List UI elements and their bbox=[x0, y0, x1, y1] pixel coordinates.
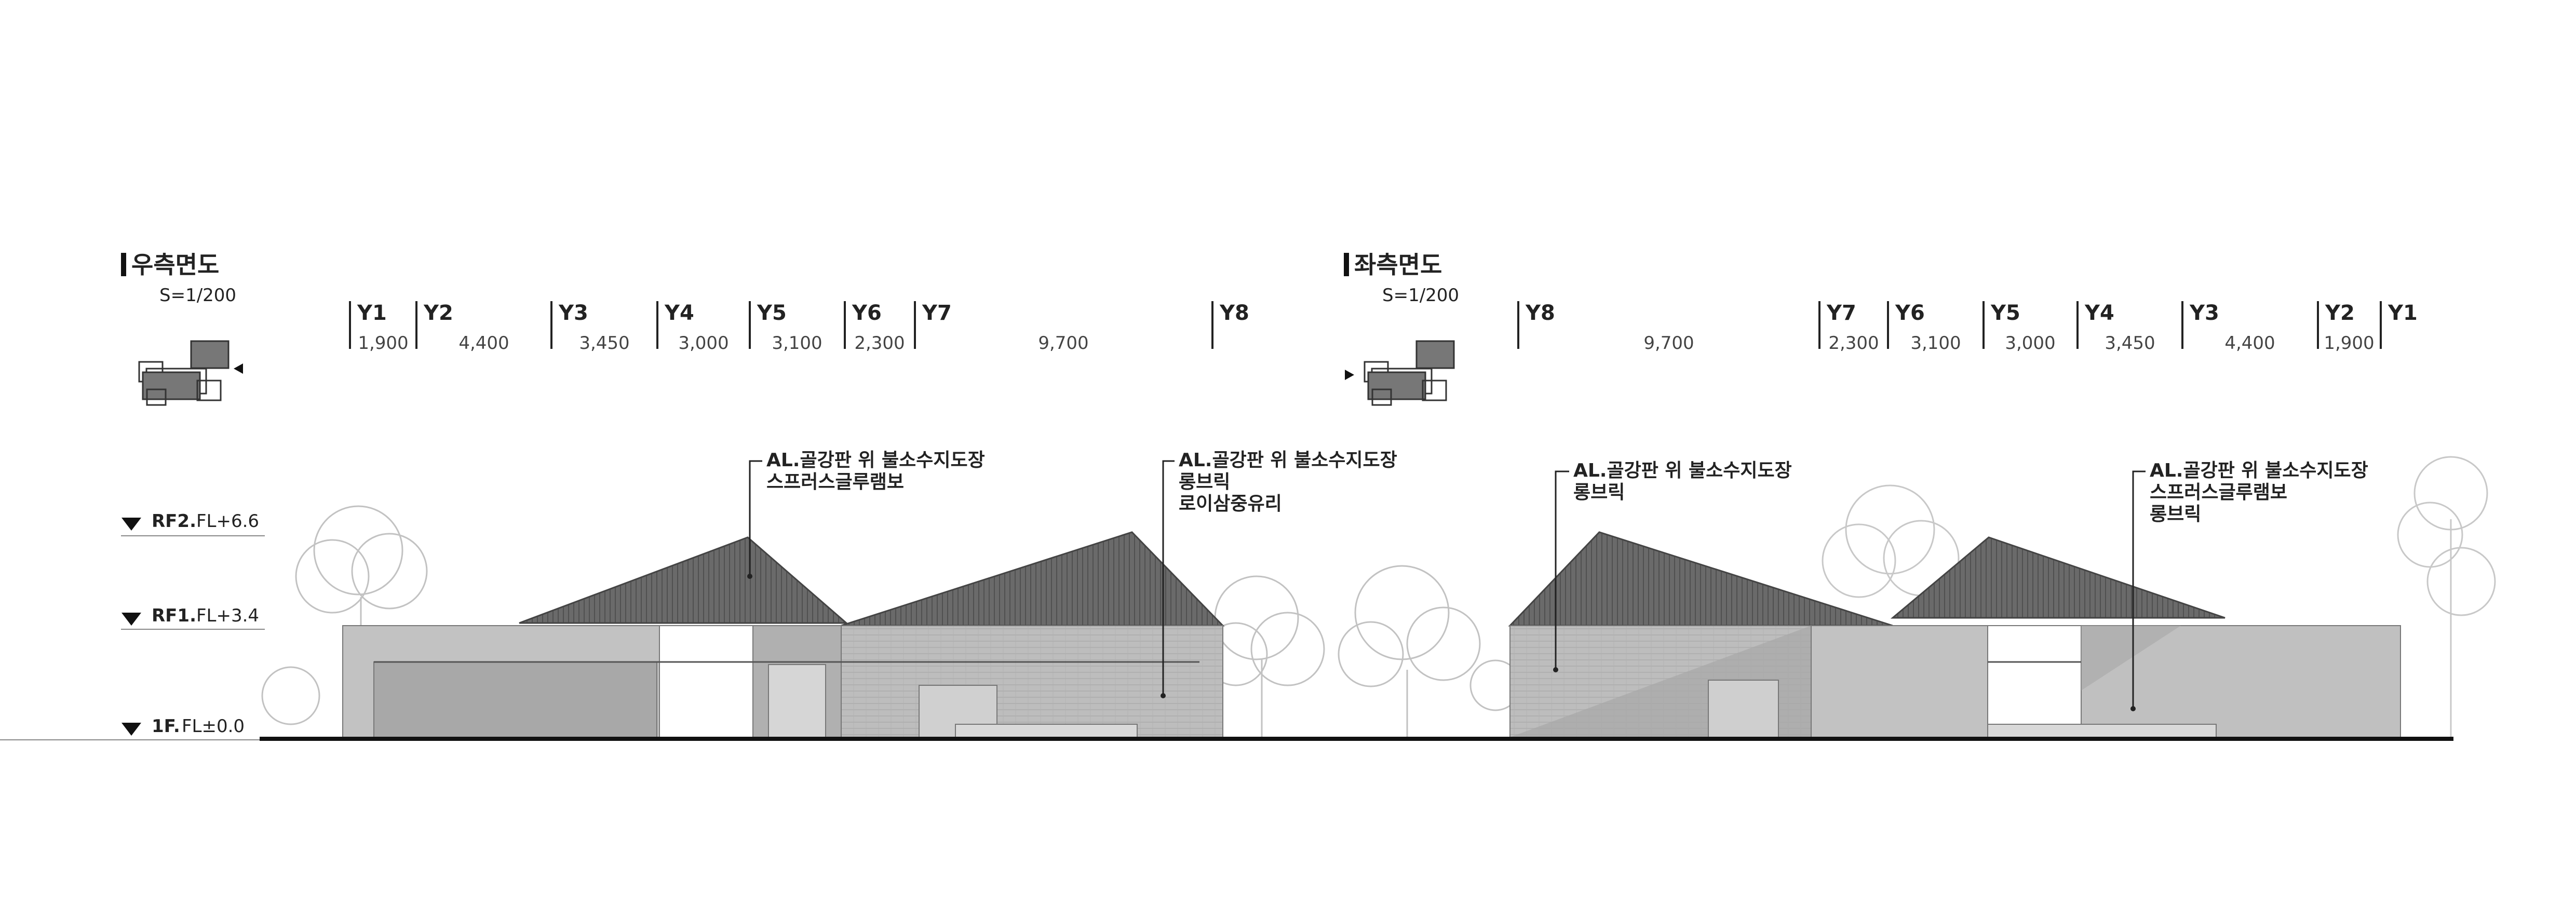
tree-outline bbox=[1822, 456, 2496, 737]
key-plan bbox=[1345, 340, 1455, 406]
dimension-text: 3,100 bbox=[772, 333, 822, 354]
view-direction-icon bbox=[234, 363, 243, 374]
grid-label: Y5 bbox=[757, 301, 787, 325]
annotation-line: 롱브릭 bbox=[1573, 482, 1625, 503]
grid-markers: Y1 Y2 Y3 Y4 Y5 Y6 Y7 Y8 1,900 4,400 3,45… bbox=[349, 301, 1249, 354]
material-annotation: AL.골강판 위 불소수지도장 스프러스글루램보 롱브릭 bbox=[2130, 460, 2368, 711]
view-title: 우측면도 bbox=[131, 251, 219, 279]
dimension-text: 2,300 bbox=[854, 333, 905, 354]
level-name: RF2. bbox=[152, 511, 196, 532]
dimension-text: 9,700 bbox=[1643, 333, 1694, 354]
annotation-line: 스프러스글루램보 bbox=[2150, 482, 2287, 503]
title-marker bbox=[1344, 253, 1349, 276]
dimension-text: 3,450 bbox=[2105, 333, 2155, 354]
dimension-text: 3,100 bbox=[1910, 333, 1961, 354]
grid-label: Y6 bbox=[1895, 301, 1925, 325]
annotation-line: 롱브릭 bbox=[1179, 471, 1230, 493]
annotation-line: AL.골강판 위 불소수지도장 bbox=[766, 450, 985, 471]
annotation-line: AL.골강판 위 불소수지도장 bbox=[1179, 450, 1397, 471]
dimension-text: 1,900 bbox=[2324, 333, 2374, 354]
dimension-text: 3,450 bbox=[579, 333, 629, 354]
building-left-elevation bbox=[1508, 531, 2401, 738]
dimension-text: 1,900 bbox=[358, 333, 408, 354]
title-marker bbox=[121, 253, 126, 276]
tree-outline bbox=[261, 505, 1521, 737]
level-value: FL+6.6 bbox=[196, 511, 259, 532]
material-annotation: AL.골강판 위 불소수지도장 롱브릭 bbox=[1553, 460, 1792, 672]
annotation-line: 스프러스글루램보 bbox=[766, 471, 904, 493]
dimension-text: 4,400 bbox=[458, 333, 509, 354]
dimension-text: 3,000 bbox=[678, 333, 729, 354]
level-value: FL±0.0 bbox=[182, 716, 245, 737]
view-scale: S=1/200 bbox=[1382, 285, 1459, 306]
grid-label: Y7 bbox=[922, 301, 952, 325]
key-plan bbox=[138, 340, 243, 406]
annotation-line: 롱브릭 bbox=[2150, 504, 2201, 525]
view-scale: S=1/200 bbox=[159, 285, 236, 306]
level-markers: RF2. FL+6.6 RF1. FL+3.4 1F. FL±0.0 bbox=[0, 511, 265, 740]
grid-label: Y2 bbox=[2325, 301, 2355, 325]
grid-label: Y4 bbox=[664, 301, 694, 325]
grid-label: Y1 bbox=[2388, 301, 2418, 325]
building-right-elevation bbox=[342, 531, 1225, 738]
level-triangle-icon bbox=[122, 613, 141, 626]
grid-label: Y8 bbox=[1219, 301, 1249, 325]
annotation-line: AL.골강판 위 불소수지도장 bbox=[2150, 460, 2368, 481]
grid-label: Y8 bbox=[1525, 301, 1555, 325]
view-title: 좌측면도 bbox=[1354, 251, 1442, 279]
dimension-text: 2,300 bbox=[1828, 333, 1879, 354]
left-elevation-view: 좌측면도 S=1/200 Y8 Y7 Y6 Y5 Y4 bbox=[1344, 251, 2496, 738]
grid-label: Y5 bbox=[1990, 301, 2020, 325]
material-annotation: AL.골강판 위 불소수지도장 롱브릭 로이삼중유리 bbox=[1161, 450, 1397, 698]
level-name: 1F. bbox=[152, 716, 180, 737]
level-triangle-icon bbox=[122, 723, 141, 736]
level-triangle-icon bbox=[122, 518, 141, 531]
level-value: FL+3.4 bbox=[196, 605, 259, 626]
grid-label: Y7 bbox=[1826, 301, 1856, 325]
annotation-line: AL.골강판 위 불소수지도장 bbox=[1573, 460, 1792, 481]
material-annotation: AL.골강판 위 불소수지도장 스프러스글루램보 bbox=[747, 450, 985, 579]
level-name: RF1. bbox=[152, 605, 196, 626]
grid-label: Y3 bbox=[558, 301, 588, 325]
right-elevation-view: 우측면도 S=1/200 Y1 Y2 Y3 Y4 Y5 bbox=[0, 251, 1521, 740]
grid-label: Y1 bbox=[357, 301, 387, 325]
grid-label: Y3 bbox=[2189, 301, 2219, 325]
grid-markers: Y8 Y7 Y6 Y5 Y4 Y3 Y2 Y1 9,700 2,300 3,10… bbox=[1517, 301, 2418, 354]
dimension-text: 4,400 bbox=[2224, 333, 2275, 354]
annotation-line: 로이삼중유리 bbox=[1179, 493, 1282, 515]
grid-label: Y6 bbox=[852, 301, 882, 325]
grid-label: Y2 bbox=[423, 301, 453, 325]
dimension-text: 9,700 bbox=[1038, 333, 1088, 354]
view-direction-icon bbox=[1345, 370, 1354, 380]
dimension-text: 3,000 bbox=[2005, 333, 2055, 354]
grid-label: Y4 bbox=[2084, 301, 2114, 325]
